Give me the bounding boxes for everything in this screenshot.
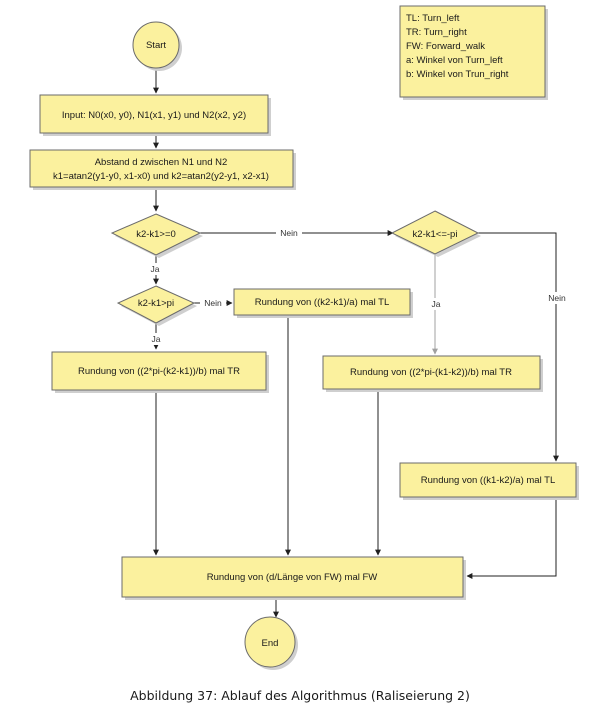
decision-k2k1-gt-pi-label: k2-k1>pi [138,298,174,309]
label-nein-right: Nein [548,293,566,303]
node-start: Start [132,21,182,71]
node-tl-round-a: Rundung von ((k2-k1)/a) mal TL [233,288,413,318]
figure-caption: Abbildung 37: Ablauf des Algorithmus (Ra… [130,688,470,703]
node-compute: Abstand d zwischen N1 und N2 k1=atan2(y1… [29,149,296,190]
decision-k2k1-le-negpi: k2-k1<=-pi [390,210,481,257]
node-tl-round-a-label: Rundung von ((k2-k1)/a) mal TL [255,297,389,308]
decision-k2k1-le-negpi-label: k2-k1<=-pi [413,229,458,240]
decision-k2k1-ge0-label: k2-k1>=0 [136,229,176,240]
label-ja-left: Ja [151,264,160,274]
node-start-label: Start [146,40,166,51]
node-tr-round-b-label: Rundung von ((2*pi-(k2-k1))/b) mal TR [78,366,240,377]
edge-tl2-fw [466,500,557,579]
legend-item: TL: Turn_left [406,13,460,24]
node-tl-round-a2: Rundung von ((k1-k2)/a) mal TL [399,462,579,500]
node-input: Input: N0(x0, y0), N1(x1, y1) und N2(x2,… [39,94,271,136]
node-end-label: End [262,638,279,649]
legend-item: a: Winkel von Turn_left [406,55,503,66]
node-end: End [244,616,298,670]
label-nein-top: Nein [280,228,298,238]
node-tl-round-a2-label: Rundung von ((k1-k2)/a) mal TL [421,475,555,486]
node-tr-round-b: Rundung von ((2*pi-(k2-k1))/b) mal TR [51,351,269,393]
node-input-label: Input: N0(x0, y0), N1(x1, y1) und N2(x2,… [62,110,246,121]
node-fw-round: Rundung von (d/Länge von FW) mal FW [121,556,466,600]
node-compute-line2: k1=atan2(y1-y0, x1-x0) und k2=atan2(y2-y… [53,171,269,182]
decision-k2k1-ge0: k2-k1>=0 [110,213,203,258]
legend-item: b: Winkel von Trun_right [406,69,509,80]
edge-labels: Nein Ja Nein Ja Ja Nein [144,227,571,345]
legend-item: TR: Turn_right [406,27,467,38]
legend: TL: Turn_left TR: Turn_right FW: Forward… [399,5,548,100]
label-nein-mid: Nein [204,298,222,308]
label-ja-lower: Ja [152,334,161,344]
node-fw-round-label: Rundung von (d/Länge von FW) mal FW [207,572,378,583]
edge-d2-nein-tl2 [478,232,559,462]
node-tr-round-b2: Rundung von ((2*pi-(k1-k2))/b) mal TR [322,355,543,392]
label-ja-right: Ja [432,299,441,309]
legend-item: FW: Forward_walk [406,41,485,52]
node-compute-line1: Abstand d zwischen N1 und N2 [95,157,228,168]
decision-k2k1-gt-pi: k2-k1>pi [116,285,197,326]
node-tr-round-b2-label: Rundung von ((2*pi-(k1-k2))/b) mal TR [350,367,512,378]
